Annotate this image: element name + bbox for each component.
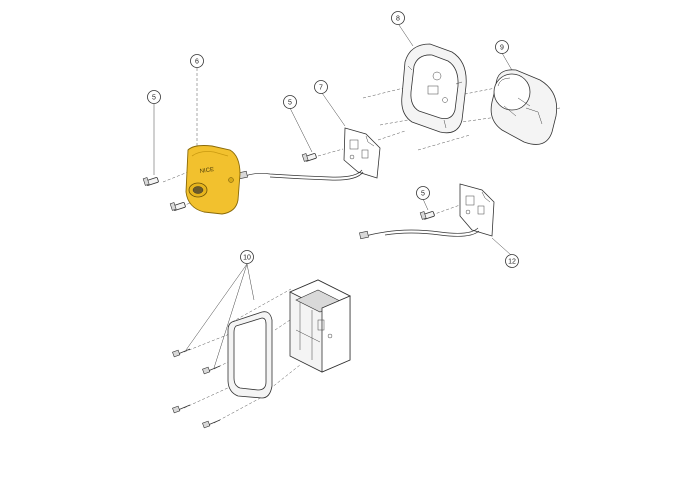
reader-board-wired xyxy=(238,127,381,181)
second-reader-board-wired xyxy=(359,183,495,240)
screw xyxy=(202,419,221,429)
callout-7-label: 7 xyxy=(319,85,323,92)
callout-9-label: 9 xyxy=(500,45,504,52)
callout-10-label: 10 xyxy=(243,255,251,262)
callout-6: 6 xyxy=(190,54,204,68)
yellow-cover: NICE xyxy=(185,145,241,215)
cover-logo: NICE xyxy=(199,167,214,175)
round-housing xyxy=(490,69,558,145)
box-screws xyxy=(172,348,221,429)
screw xyxy=(172,404,191,414)
screw xyxy=(301,153,317,162)
screw xyxy=(169,202,186,211)
box-front-cover xyxy=(227,311,273,399)
callout-7: 7 xyxy=(314,80,328,94)
callout-5-middle: 5 xyxy=(283,95,297,109)
callout-9: 9 xyxy=(495,40,509,54)
wall-base-ring xyxy=(401,43,467,134)
callout-5-right: 5 xyxy=(416,186,430,200)
screw xyxy=(142,177,159,186)
callout-12-label: 12 xyxy=(508,259,516,266)
screw xyxy=(172,348,191,358)
callout-10: 10 xyxy=(240,250,254,264)
callout-12: 12 xyxy=(505,254,519,268)
callout-8: 8 xyxy=(391,11,405,25)
callout-5-left: 5 xyxy=(147,90,161,104)
screw xyxy=(419,211,435,220)
mounting-box xyxy=(289,279,351,373)
callout-8-label: 8 xyxy=(396,16,400,23)
callout-5-right-label: 5 xyxy=(421,191,425,198)
cover-screws xyxy=(142,153,435,220)
callout-6-label: 6 xyxy=(195,59,199,66)
screw xyxy=(202,365,221,375)
callout-5-left-label: 5 xyxy=(152,95,156,102)
callout-5-middle-label: 5 xyxy=(288,100,292,107)
